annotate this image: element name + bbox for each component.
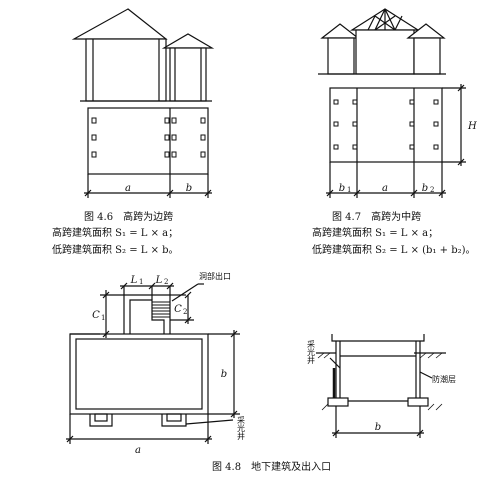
fig48-dim-L2: L	[155, 275, 163, 286]
fig48-dim-b: b	[221, 369, 227, 380]
fig48-dim-C1-sub: 1	[101, 314, 105, 322]
fig48-dim-L2-sub: 2	[164, 278, 168, 286]
fig48-dim-a: a	[135, 445, 141, 456]
fig47-caption: 图 4.7 高跨为中跨	[332, 212, 422, 223]
fig48-dim-L1: L	[130, 275, 138, 286]
fig47-dim-b2-sub: 2	[430, 186, 434, 194]
fig46-caption: 图 4.6 高跨为边跨	[84, 212, 174, 223]
fig47-dim-a: a	[382, 183, 388, 194]
fig48-dim-C1: C	[92, 310, 100, 321]
fig47-formula-high: 高跨建筑面积 S₁ = L × a；	[312, 228, 439, 239]
fig48-section	[316, 334, 446, 438]
fig47-dim-b1: b	[339, 183, 345, 194]
fig46-dim-b: b	[186, 183, 192, 194]
fig47-dim-H: H	[467, 121, 477, 132]
fig48-plan	[66, 282, 240, 444]
fig47-formula-low: 低跨建筑面积 S₂ = L × (b₁ + b₂)。	[312, 245, 476, 256]
fig48-label-exit: 洞部出口	[199, 271, 231, 281]
fig48-dim-C2-sub: 2	[183, 308, 187, 316]
fig48-label-lightwell-plan: 采光井	[237, 415, 246, 441]
fig48-dim-C2: C	[174, 304, 182, 315]
fig48-label-waterproof: 防潮层	[432, 374, 456, 384]
fig48-caption: 图 4.8 地下建筑及出入口	[212, 462, 332, 473]
fig48-label-lightwell-section: 采光井	[307, 339, 316, 365]
fig47-dim-b2: b	[422, 183, 428, 194]
fig46-formula-high: 高跨建筑面积 S₁ = L × a；	[52, 228, 179, 239]
fig46-formula-low: 低跨建筑面积 S₂ = L × b。	[52, 245, 179, 256]
fig48-section-dim-b: b	[375, 422, 381, 433]
fig47-plan	[326, 84, 466, 198]
fig46-dim-a: a	[125, 183, 131, 194]
fig48-dim-L1-sub: 1	[139, 278, 143, 286]
fig47-dim-b1-sub: 1	[347, 186, 351, 194]
fig47-elevation	[318, 8, 446, 75]
fig46-plan	[84, 107, 212, 198]
fig46-elevation	[71, 8, 215, 102]
